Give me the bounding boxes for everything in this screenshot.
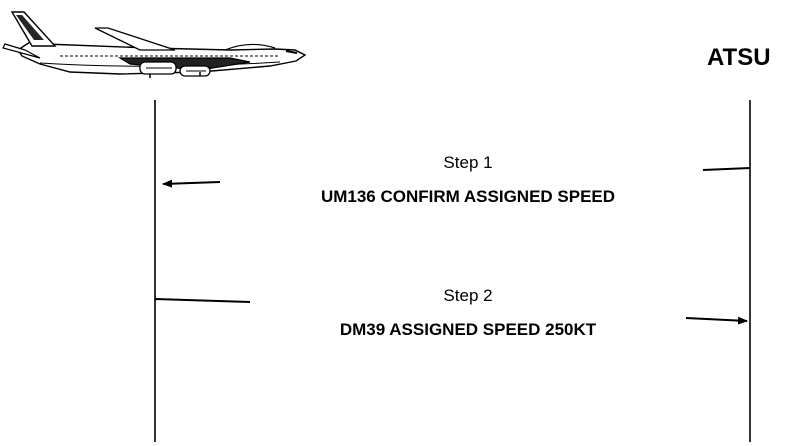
message-1-arrow-tail [702, 167, 751, 171]
message-1-text: UM136 CONFIRM ASSIGNED SPEED [321, 187, 615, 206]
message-1-step: Step 1 [443, 153, 492, 172]
message-2-step: Step 2 [443, 286, 492, 305]
airplane-icon [2, 11, 307, 78]
message-2-text: DM39 ASSIGNED SPEED 250KT [340, 320, 597, 339]
atsu-label: ATSU [707, 44, 771, 71]
message-step-2: Step 2 DM39 ASSIGNED SPEED 250KT [154, 286, 748, 339]
message-step-1: Step 1 UM136 CONFIRM ASSIGNED SPEED [162, 153, 751, 206]
message-2-arrow-tail [154, 298, 251, 303]
message-1-arrow [162, 179, 221, 188]
message-2-arrow [685, 316, 748, 325]
